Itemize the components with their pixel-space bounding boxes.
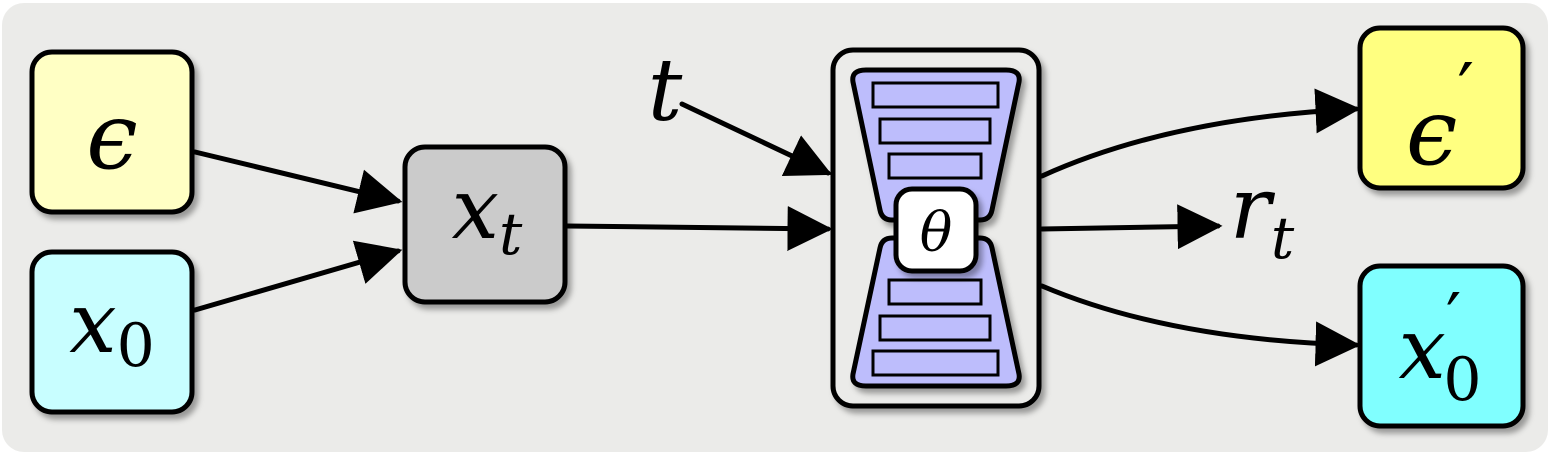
decoder-block	[850, 235, 1022, 389]
edge-x0-to-xt	[192, 240, 403, 313]
eps-prime-box	[1357, 25, 1526, 191]
x0-node: x0	[29, 249, 195, 415]
x0-label: x0	[69, 274, 155, 381]
eps-prime-node: ϵ′	[1357, 25, 1526, 191]
t-input-label: t	[648, 41, 683, 141]
epsilon-box	[29, 49, 195, 215]
edge-model-to-eps-prime	[1039, 88, 1361, 179]
encoder-layer-1	[871, 81, 1000, 109]
eps-prime-label: ϵ′	[1406, 48, 1474, 186]
model-node: θ	[830, 47, 1042, 409]
encoder-layer-3	[887, 152, 983, 180]
edge-xt-to-model	[564, 206, 833, 252]
rt-label: rt	[1230, 159, 1295, 272]
x0-box	[29, 249, 195, 415]
theta-label: θ	[920, 201, 953, 264]
edge-model-to-x0-prime	[1039, 283, 1361, 367]
xt-label: xt	[452, 160, 523, 268]
edge-t-to-model	[679, 101, 833, 177]
theta-box	[893, 186, 979, 274]
x0-prime-node: x′0	[1357, 263, 1526, 429]
x0-prime-label: x′0	[1398, 280, 1481, 415]
encoder-layer-2	[878, 117, 992, 145]
edge-epsilon-to-xt	[192, 149, 403, 214]
epsilon-node: ϵ	[29, 49, 195, 215]
decoder-layer-2	[878, 314, 992, 342]
epsilon-label: ϵ	[86, 83, 138, 190]
decoder-layer-1	[887, 278, 983, 306]
xt-box	[402, 144, 568, 305]
edge-model-to-rt	[1039, 204, 1223, 250]
xt-node: xt	[402, 144, 568, 305]
edges	[192, 88, 1361, 367]
x0-prime-box	[1357, 263, 1526, 429]
decoder-layer-3	[871, 349, 1000, 377]
